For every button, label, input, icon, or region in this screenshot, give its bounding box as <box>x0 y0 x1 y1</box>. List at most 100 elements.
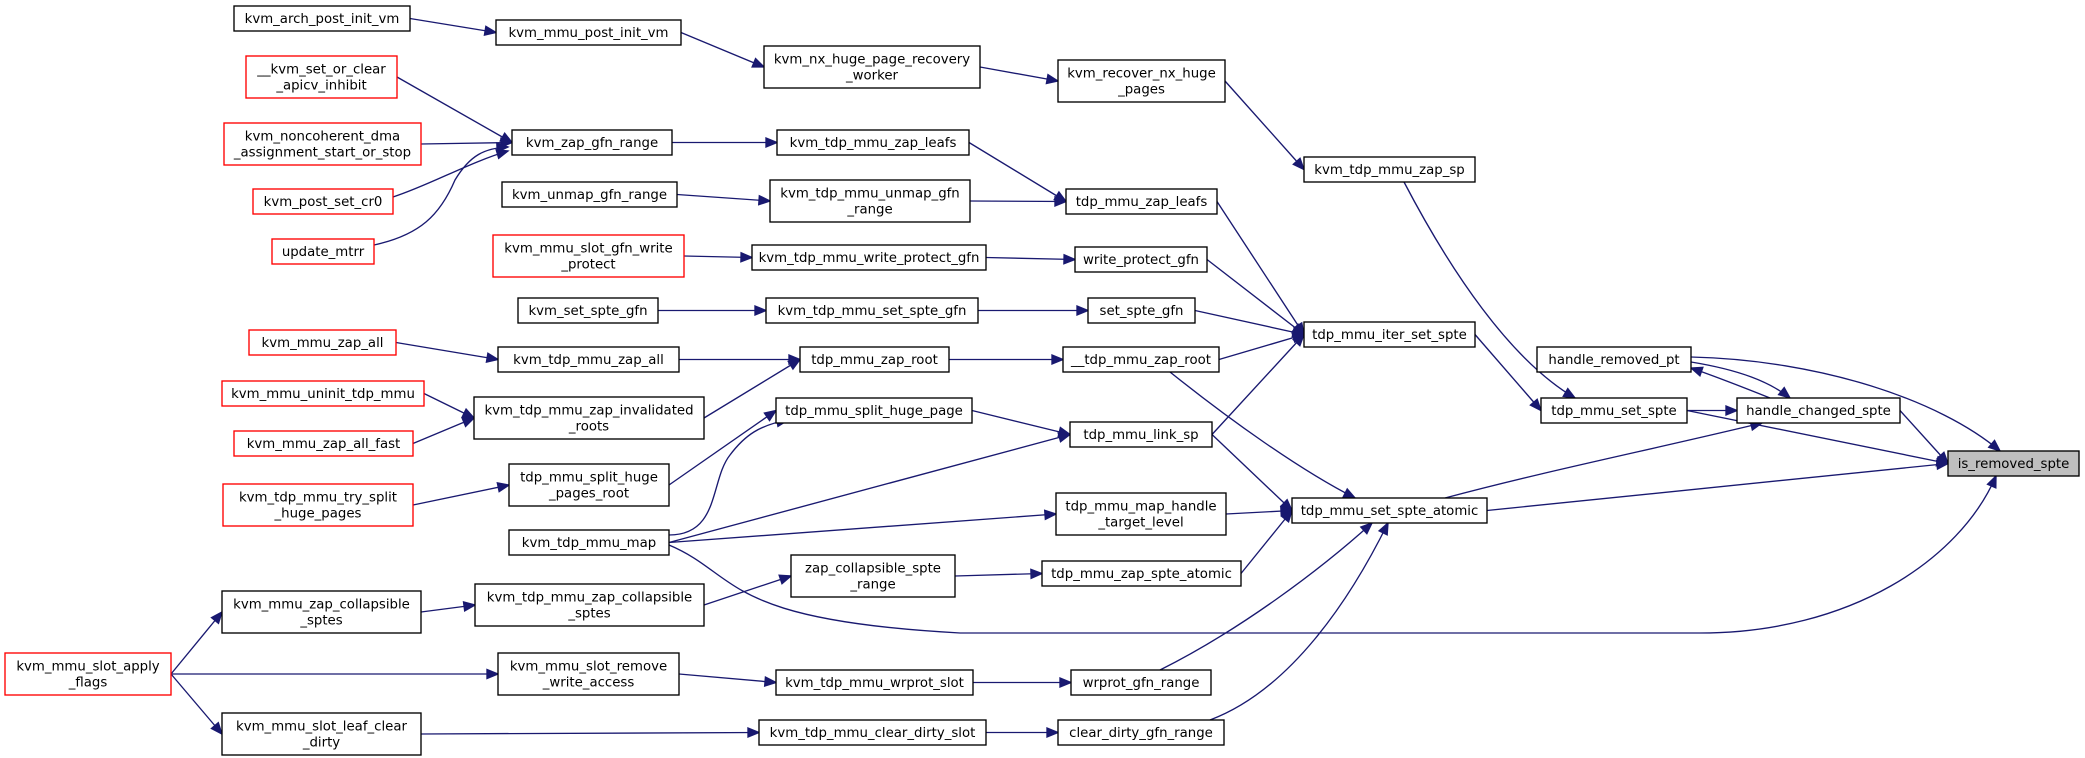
node-kvm-mmu-slot-apply-flags[interactable]: kvm_mmu_slot_apply_flags <box>4 652 172 696</box>
node-kvm-unmap-gfn-range[interactable]: kvm_unmap_gfn_range <box>501 181 678 208</box>
node-tdp-mmu-split-huge-pages-root[interactable]: tdp_mmu_split_huge_pages_root <box>508 463 670 507</box>
node-kvm-mmu-zap-all[interactable]: kvm_mmu_zap_all <box>248 329 397 356</box>
edge-n39-n40 <box>954 568 1044 580</box>
node-box <box>271 238 375 265</box>
node-kvm-nx-huge-page-recovery-worker[interactable]: kvm_nx_huge_page_recovery_worker <box>763 45 981 89</box>
node-kvm-tdp-mmu-unmap-gfn-range[interactable]: kvm_tdp_mmu_unmap_gfn_range <box>769 179 971 223</box>
node-kvm-set-or-clear-apicv-inhibit[interactable]: __kvm_set_or_clear_apicv_inhibit <box>245 55 398 99</box>
node-box <box>1303 321 1476 348</box>
edge-line <box>1216 201 1305 335</box>
edge-n36-n37 <box>1225 505 1294 517</box>
node-tdp-mmu-zap-root[interactable]: tdp_mmu_zap_root <box>799 346 950 373</box>
node-box <box>252 188 394 215</box>
node-kvm-post-set-cr0[interactable]: kvm_post_set_cr0 <box>252 188 394 215</box>
node-box <box>221 712 422 756</box>
node-box <box>233 5 411 32</box>
node-kvm-tdp-mmu-zap-leafs[interactable]: kvm_tdp_mmu_zap_leafs <box>776 129 970 156</box>
node-update-mtrr[interactable]: update_mtrr <box>271 238 375 265</box>
node-label: __kvm_set_or_clear <box>256 63 386 78</box>
node-box <box>751 244 987 271</box>
node-kvm-tdp-mmu-map[interactable]: kvm_tdp_mmu_map <box>508 529 670 556</box>
node-label: _target_level <box>1097 516 1183 531</box>
node-label: _assignment_start_or_stop <box>233 146 411 161</box>
edge-line <box>1224 80 1305 170</box>
node-tdp-mmu-zap-leafs[interactable]: tdp_mmu_zap_leafs <box>1065 188 1218 215</box>
node-is-removed-spte[interactable]: is_removed_spte <box>1947 450 2080 477</box>
node-kvm-mmu-zap-all-fast[interactable]: kvm_mmu_zap_all_fast <box>233 430 414 457</box>
arrowhead <box>1292 333 1306 347</box>
node-kvm-tdp-mmu-write-protect-gfn[interactable]: kvm_tdp_mmu_write_protect_gfn <box>751 244 987 271</box>
arrowhead <box>1936 451 1950 465</box>
node-tdp-mmu-set-spte-atomic[interactable]: tdp_mmu_set_spte_atomic <box>1291 497 1488 524</box>
edge-line <box>668 409 777 486</box>
edge-n11-n12 <box>969 195 1068 207</box>
arrowhead <box>1359 521 1374 535</box>
node-kvm-recover-nx-huge-pages[interactable]: kvm_recover_nx_huge_pages <box>1057 59 1226 103</box>
node-clear-dirty-gfn-range[interactable]: clear_dirty_gfn_range <box>1057 719 1225 746</box>
node-label: tdp_mmu_set_spte <box>1551 404 1676 419</box>
node-kvm-mmu-uninit-tdp-mmu[interactable]: kvm_mmu_uninit_tdp_mmu <box>221 380 425 407</box>
node-tdp-mmu-set-spte[interactable]: tdp_mmu_set_spte <box>1540 397 1688 424</box>
node-box <box>763 45 981 89</box>
edge-n49-n37 <box>1209 521 1389 721</box>
node-box <box>1303 156 1476 183</box>
node-kvm-mmu-post-init-vm[interactable]: kvm_mmu_post_init_vm <box>495 19 682 46</box>
node-box <box>1074 246 1208 273</box>
edge-n2-n3 <box>979 66 1060 85</box>
edge-line <box>396 76 513 144</box>
node-kvm-mmu-slot-remove-write-access[interactable]: kvm_mmu_slot_remove_write_access <box>497 652 680 696</box>
node-write-protect-gfn[interactable]: write_protect_gfn <box>1074 246 1208 273</box>
node-tdp-mmu-map-handle-target-level[interactable]: tdp_mmu_map_handle_target_level <box>1055 492 1227 536</box>
node-handle-changed-spte[interactable]: handle_changed_spte <box>1736 397 1901 424</box>
node-label: kvm_mmu_uninit_tdp_mmu <box>231 387 415 402</box>
node-label: _sptes <box>567 607 610 622</box>
node-box <box>223 122 422 166</box>
node-handle-removed-pt[interactable]: handle_removed_pt <box>1536 346 1692 373</box>
node-kvm-tdp-mmu-wrprot-slot[interactable]: kvm_tdp_mmu_wrprot_slot <box>775 669 974 696</box>
node-tdp-mmu-iter-set-spte[interactable]: tdp_mmu_iter_set_spte <box>1303 321 1476 348</box>
edge-n40-n37 <box>1240 509 1294 574</box>
node-kvm-arch-post-init-vm[interactable]: kvm_arch_post_init_vm <box>233 5 411 32</box>
node-set-spte-gfn[interactable]: set_spte_gfn <box>1087 297 1196 324</box>
node-label: tdp_mmu_zap_spte_atomic <box>1051 567 1232 582</box>
node-tdp-mmu-split-huge-page[interactable]: tdp_mmu_split_huge_page <box>775 397 973 424</box>
node-label: tdp_mmu_set_spte_atomic <box>1301 504 1479 519</box>
node-box <box>1536 346 1692 373</box>
node-kvm-zap-gfn-range[interactable]: kvm_zap_gfn_range <box>511 129 673 156</box>
arrowhead <box>1529 398 1543 412</box>
node-wrprot-gfn-range[interactable]: wrprot_gfn_range <box>1070 669 1212 696</box>
node-label: kvm_mmu_slot_leaf_clear <box>236 720 407 735</box>
node-zap-collapsible-spte-range[interactable]: zap_collapsible_spte_range <box>790 554 956 598</box>
node-label: kvm_mmu_slot_remove <box>510 660 667 675</box>
edge-line <box>1486 462 1949 512</box>
node-label: tdp_mmu_map_handle <box>1065 500 1216 515</box>
edge-line <box>1690 367 1771 399</box>
node-tdp-mmu-link-sp[interactable]: tdp_mmu_link_sp <box>1069 421 1213 448</box>
arrowhead <box>1051 353 1065 366</box>
node-kvm-tdp-mmu-clear-dirty-slot[interactable]: kvm_tdp_mmu_clear_dirty_slot <box>758 719 987 746</box>
node-kvm-set-spte-gfn[interactable]: kvm_set_spte_gfn <box>517 297 659 324</box>
node-kvm-mmu-slot-gfn-write-protect[interactable]: kvm_mmu_slot_gfn_write_protect <box>492 234 685 278</box>
node-kvm-tdp-mmu-zap-collapsible-sptes[interactable]: kvm_tdp_mmu_zap_collapsible_sptes <box>474 583 705 627</box>
edge-n0-n1 <box>409 17 498 37</box>
arrowhead <box>763 675 778 687</box>
node-kvm-noncoherent-dma-assignment-start-or-stop[interactable]: kvm_noncoherent_dma_assignment_start_or_… <box>223 122 422 166</box>
edge-n45-n46 <box>973 676 1073 689</box>
node-tdp-mmu-zap-root[interactable]: __tdp_mmu_zap_root <box>1062 346 1220 373</box>
node-kvm-mmu-slot-leaf-clear-dirty[interactable]: kvm_mmu_slot_leaf_clear_dirty <box>221 712 422 756</box>
arrowhead <box>747 727 761 739</box>
edge-n35-n34 <box>412 481 511 506</box>
node-kvm-tdp-mmu-zap-invalidated-roots[interactable]: kvm_tdp_mmu_zap_invalidated_roots <box>473 396 705 440</box>
node-kvm-tdp-mmu-zap-sp[interactable]: kvm_tdp_mmu_zap_sp <box>1303 156 1476 183</box>
node-label: zap_collapsible_spte <box>805 562 941 577</box>
node-kvm-tdp-mmu-set-spte-gfn[interactable]: kvm_tdp_mmu_set_spte_gfn <box>765 297 979 324</box>
edge-line <box>979 66 1059 82</box>
edge-n15-n16 <box>985 253 1077 265</box>
edge-line <box>1211 334 1305 435</box>
node-kvm-tdp-mmu-zap-all[interactable]: kvm_tdp_mmu_zap_all <box>497 346 680 373</box>
arrowhead <box>1076 304 1090 317</box>
node-box <box>508 463 670 507</box>
node-tdp-mmu-zap-spte-atomic[interactable]: tdp_mmu_zap_spte_atomic <box>1041 560 1242 587</box>
node-kvm-tdp-mmu-try-split-huge-pages[interactable]: kvm_tdp_mmu_try_split_huge_pages <box>222 483 414 527</box>
node-kvm-mmu-zap-collapsible-sptes[interactable]: kvm_mmu_zap_collapsible_sptes <box>221 590 422 634</box>
